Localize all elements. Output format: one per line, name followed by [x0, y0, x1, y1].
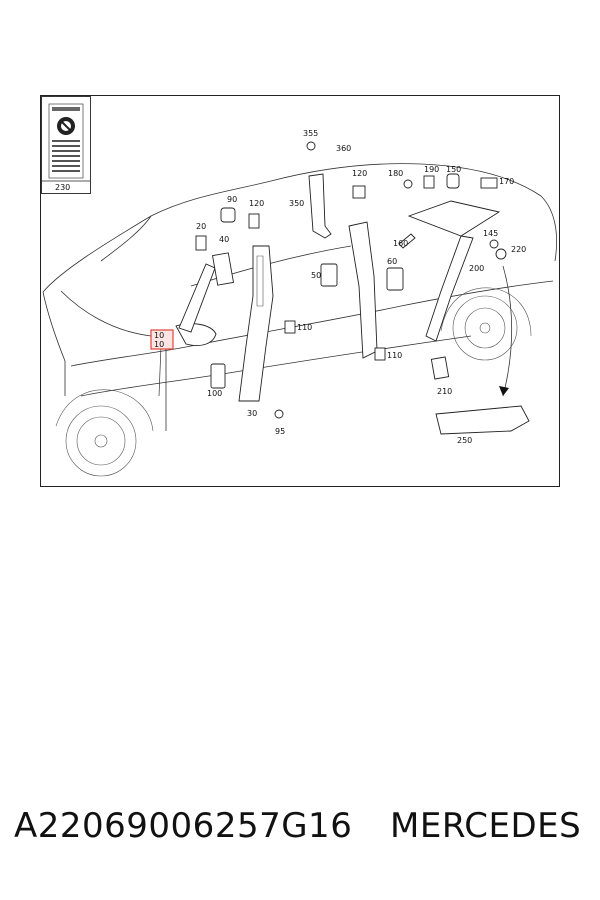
label-110-rear: 110 — [387, 351, 402, 360]
part-60-speaker — [386, 267, 404, 291]
label-220: 220 — [511, 245, 526, 254]
part-labels: 355 360 180 190 150 170 90 120 120 350 2… — [196, 129, 526, 445]
part-120-clip-rear — [352, 185, 366, 199]
b-pillar-trim — [238, 245, 274, 402]
label-20: 20 — [196, 222, 206, 231]
a-pillar-trim — [178, 263, 216, 333]
c-pillar-trim — [348, 221, 378, 359]
label-355: 355 — [303, 129, 318, 138]
label-40: 40 — [219, 235, 229, 244]
part-170-clip — [480, 177, 498, 189]
part-110-clip-front — [284, 320, 296, 334]
front-wheel — [65, 405, 137, 477]
highlighted-label-top: 10 — [154, 331, 164, 340]
label-170: 170 — [499, 177, 514, 186]
highlighted-label: 10 — [154, 340, 164, 349]
part-40-cover — [211, 252, 235, 286]
label-90: 90 — [227, 195, 237, 204]
part-190-clip — [423, 175, 435, 189]
arrow-250 — [502, 265, 513, 397]
part-250-trim — [435, 405, 530, 435]
label-360: 360 — [336, 144, 351, 153]
part-210-cover — [430, 356, 450, 380]
label-210: 210 — [437, 387, 452, 396]
brand-name: MERCEDES — [390, 806, 582, 846]
inset-label: 230 — [55, 183, 70, 192]
part-90-clip — [220, 207, 236, 223]
label-30: 30 — [247, 409, 257, 418]
part-120-clip-front — [248, 213, 260, 229]
label-95: 95 — [275, 427, 285, 436]
parts-diagram: 230 — [40, 95, 560, 487]
label-60: 60 — [387, 257, 397, 266]
part-100-switch — [210, 363, 226, 389]
part-95-bolt — [274, 409, 284, 419]
part-20-clip — [195, 235, 207, 251]
inset-box: 230 — [41, 96, 91, 194]
product-footer: A22069006257G16 MERCEDES — [0, 806, 600, 866]
label-350: 350 — [289, 199, 304, 208]
label-50: 50 — [311, 271, 321, 280]
label-120-rear: 120 — [352, 169, 367, 178]
diagram-canvas: 230 — [41, 96, 557, 477]
part-160-strip — [398, 233, 416, 249]
label-250: 250 — [457, 436, 472, 445]
label-180: 180 — [388, 169, 403, 178]
rear-wheel — [452, 295, 518, 361]
part-50-speaker — [320, 263, 338, 287]
part-170-shelf-trim — [407, 200, 501, 237]
part-110-clip-rear — [374, 347, 386, 361]
label-160: 160 — [393, 239, 408, 248]
part-220-clip — [495, 248, 507, 260]
part-350-grab-handle — [308, 173, 332, 239]
label-145: 145 — [483, 229, 498, 238]
part-355-screw — [306, 141, 316, 151]
label-200: 200 — [469, 264, 484, 273]
label-120-front: 120 — [249, 199, 264, 208]
part-150-clip — [446, 173, 460, 189]
part-180-screw — [403, 179, 413, 189]
label-110-front: 110 — [297, 323, 312, 332]
label-190: 190 — [424, 165, 439, 174]
part-200-trim — [425, 235, 474, 342]
part-145-clip — [489, 239, 499, 249]
highlight-box-part-10 — [150, 329, 174, 350]
part-number: A22069006257G16 — [14, 806, 353, 846]
label-100: 100 — [207, 389, 222, 398]
label-150: 150 — [446, 165, 461, 174]
